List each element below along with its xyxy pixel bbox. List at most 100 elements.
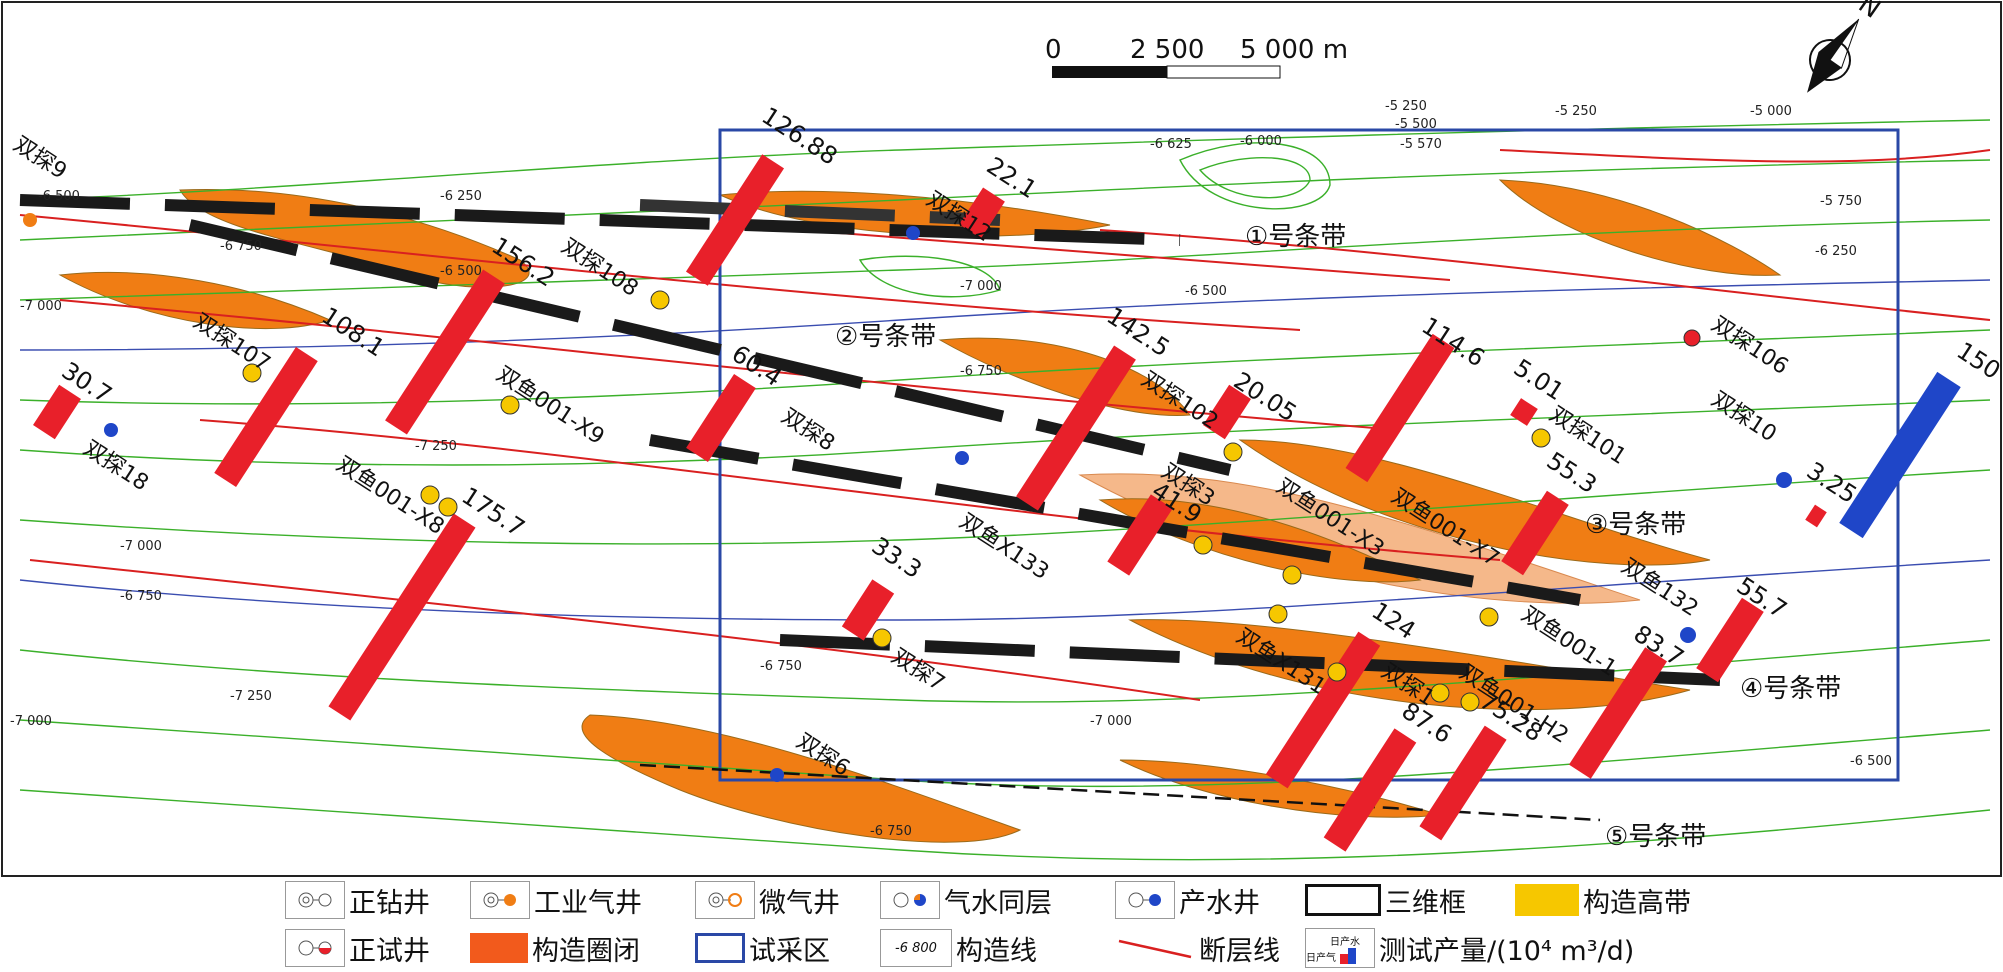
legend-label: 构造线	[956, 935, 1037, 967]
contour-label: -6 750	[120, 589, 162, 604]
contour-label: -6 000	[1240, 134, 1282, 149]
contour-label: -6 500	[1850, 754, 1892, 769]
legend-item: 构造高带	[1515, 880, 1691, 920]
contour-label: -5 570	[1400, 137, 1442, 152]
production-bar	[1696, 597, 1764, 683]
geologic-map: 0 2 500 5 000 m N ①号条带 ②号条带 ③号条带 ④号条带 ⑤号…	[1, 0, 2003, 877]
legend-label: 微气井	[759, 887, 840, 919]
belt-label: ④号条带	[1740, 674, 1841, 704]
contour-label: -5 500	[1395, 117, 1437, 132]
production-bar	[1265, 631, 1381, 789]
contour-label: -7 250	[230, 689, 272, 704]
water-well-icon	[1115, 881, 1175, 919]
legend-label: 构造圈闭	[532, 935, 640, 967]
industrial-gas-well-icon	[470, 881, 530, 919]
legend-item: -6 800 构造线	[880, 928, 1037, 968]
contour-label: -6 625	[1150, 137, 1192, 152]
contour-label: -7 250	[415, 439, 457, 454]
contour-label: -7 000	[960, 279, 1002, 294]
production-bar	[1419, 725, 1507, 841]
belt-label: ①号条带	[1245, 222, 1346, 252]
legend-item: 气水同层	[880, 880, 1052, 920]
production-bar	[1568, 647, 1668, 779]
micro-gas-well-icon	[695, 881, 755, 919]
contour-sample: -6 800	[895, 940, 937, 956]
production-bar	[1016, 345, 1136, 511]
production-bar	[959, 187, 1005, 239]
belt-label: ②号条带	[835, 322, 936, 352]
water-production-bar	[1839, 371, 1961, 539]
scale-label: 2 500	[1130, 35, 1204, 65]
gas-sample-label: 日产气	[1306, 952, 1336, 964]
drilling-well-icon	[285, 881, 345, 919]
north-arrow: N	[1807, 0, 1886, 93]
legend-item: 日产水 日产气 测试产量/(10⁴ m³/d)	[1305, 928, 1634, 968]
production-bar	[1501, 490, 1569, 576]
contour-labels: -6 500 -6 250 -6 500 -6 750 -7 000 -7 25…	[10, 99, 1892, 839]
production-bars	[33, 154, 1961, 852]
contour-label: -7 000	[1090, 714, 1132, 729]
legend-item: 试采区	[695, 928, 830, 968]
contour-label: -6 750	[220, 239, 262, 254]
legend-label: 构造高带	[1583, 887, 1691, 919]
legend-label: 正试井	[349, 935, 430, 967]
contour-label: -7 000	[20, 299, 62, 314]
legend-item: 构造圈闭	[470, 928, 640, 968]
legend-label: 断层线	[1199, 935, 1280, 967]
contour-label: -6 750	[760, 659, 802, 674]
contour-label: -5 250	[1555, 104, 1597, 119]
contour-label: -6 750	[870, 824, 912, 839]
contour-label: -6 500	[1185, 284, 1227, 299]
belt-label: ③号条带	[1585, 510, 1686, 540]
3d-frame-icon	[1305, 884, 1381, 916]
contour-label: -6 500	[440, 264, 482, 279]
fault-line-icon	[1115, 930, 1195, 966]
legend-label: 工业气井	[534, 887, 642, 919]
production-bar	[685, 154, 785, 286]
testing-well-icon	[285, 929, 345, 967]
structural-high-icon	[1515, 884, 1579, 916]
production-bar	[1323, 728, 1417, 852]
production-bar	[1345, 333, 1455, 483]
trial-area-icon	[695, 933, 745, 963]
test-production-icon: 日产水 日产气	[1305, 928, 1375, 968]
production-bar	[686, 374, 756, 462]
legend-item: 正钻井	[285, 880, 430, 920]
legend-item: 工业气井	[470, 880, 642, 920]
legend-item: 断层线	[1115, 928, 1280, 968]
scale-bar: 0 2 500 5 000 m	[1045, 35, 1348, 79]
contour-label: -7 000	[120, 539, 162, 554]
legend-item: 三维框	[1305, 880, 1466, 920]
production-bar	[214, 347, 318, 487]
production-bar	[1805, 504, 1827, 528]
gas-water-layer-icon	[880, 881, 940, 919]
belt-lines	[19, 194, 1721, 686]
water-sample-label: 日产水	[1330, 936, 1360, 948]
legend-label: 试采区	[749, 935, 830, 967]
contour-label: -6 750	[960, 364, 1002, 379]
legend-item: 正试井	[285, 928, 430, 968]
legend-label: 产水井	[1179, 887, 1260, 919]
production-bar	[1203, 384, 1251, 440]
contour-label: -5 750	[1820, 194, 1862, 209]
contour-label: -6 250	[1815, 244, 1857, 259]
legend-item: 产水井	[1115, 880, 1260, 920]
production-bar	[33, 384, 81, 440]
legend-item: 微气井	[695, 880, 840, 920]
legend-label: 正钻井	[349, 887, 430, 919]
contour-label: -5 250	[1385, 99, 1427, 114]
production-bar	[1510, 398, 1538, 426]
fault-lines	[19, 149, 1991, 701]
contour-label: -6 500	[38, 189, 80, 204]
well-symbols	[23, 213, 1792, 782]
legend-label: 气水同层	[944, 887, 1052, 919]
contour-line-icon: -6 800	[880, 929, 952, 967]
legend: 正钻井 工业气井 微气井 气水同层 产水井 三维框 构造高带 正试井 构造圈闭 …	[285, 880, 1725, 972]
production-bar	[841, 579, 895, 641]
contour-label: -6 250	[440, 189, 482, 204]
map-border	[1, 1, 2002, 877]
production-bar	[328, 513, 476, 721]
legend-label: 测试产量/(10⁴ m³/d)	[1379, 935, 1635, 967]
scale-label: 0	[1045, 35, 1062, 65]
legend-label: 三维框	[1385, 887, 1466, 919]
